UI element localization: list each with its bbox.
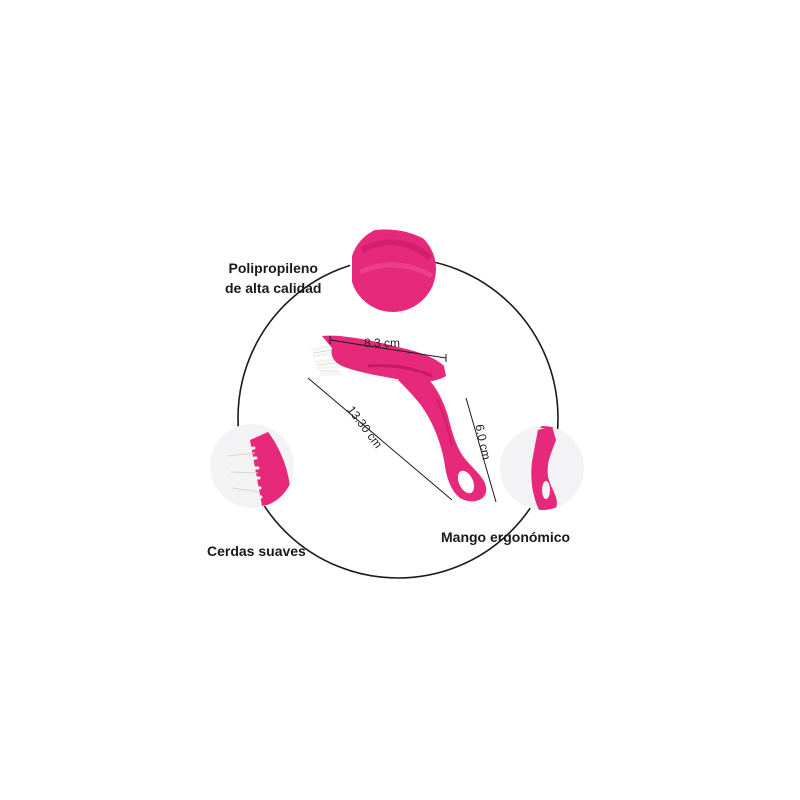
dimension-lines [307,336,497,503]
width-dimension-line [329,339,447,359]
material-detail-bubble [350,226,436,312]
handle-detail-bubble [500,426,584,510]
material-label-line1: Polipropileno [228,260,318,276]
bristles-label: Cerdas suaves [207,543,306,559]
length-dimension-line [307,377,453,501]
material-label-line2: de alta calidad [225,280,322,296]
toothbrush-product [310,335,487,502]
height-dimension-line [465,397,497,503]
material-label: Polipropileno de alta calidad [225,258,321,298]
toothbrush-bristles [310,344,342,376]
width-dimension-text: 8.3 cm [364,336,401,350]
bristles-detail-bubble [210,424,294,508]
handle-label: Mango ergonómico [441,529,571,545]
